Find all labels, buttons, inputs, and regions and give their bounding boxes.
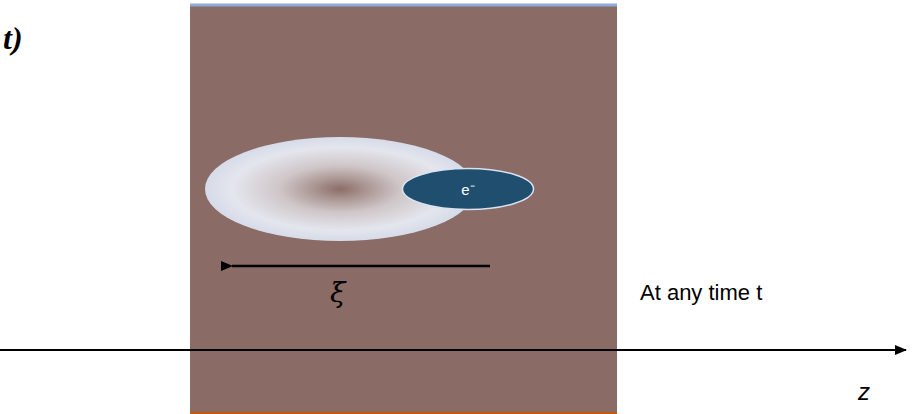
electron-bunch: e⁻ — [401, 167, 535, 211]
z-axis — [0, 349, 906, 351]
plasma-bottom-edge — [190, 412, 617, 414]
plasma-region — [190, 5, 617, 414]
plasma-top-edge — [190, 4, 617, 7]
axis-label: z — [858, 378, 870, 406]
particle-label: e⁻ — [461, 179, 474, 199]
time-note: At any time t — [640, 280, 762, 306]
bunch-ellipse — [403, 169, 534, 210]
formula-fragment: t) — [3, 20, 23, 57]
xi-arrow — [232, 265, 490, 268]
xi-label: ξ — [330, 276, 345, 309]
